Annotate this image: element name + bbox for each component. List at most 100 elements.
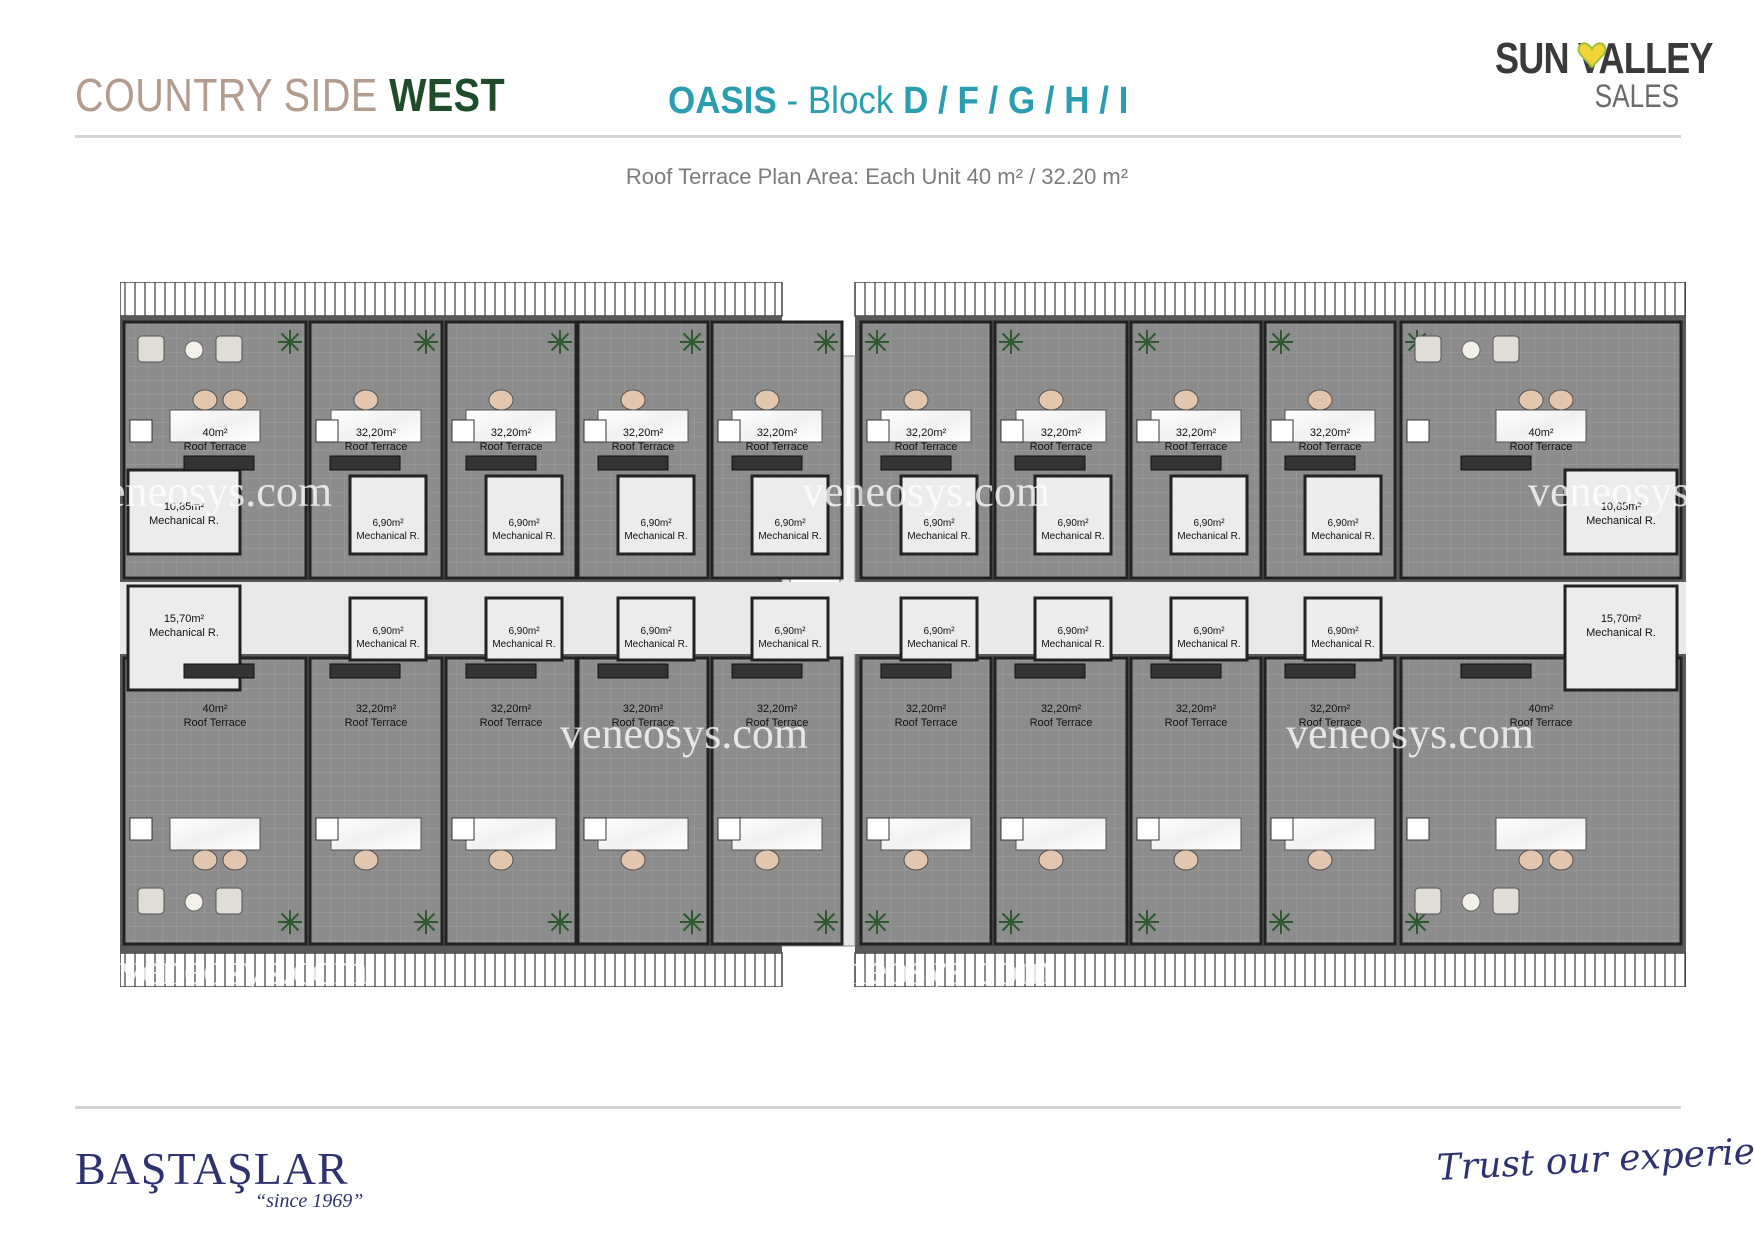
plant-leaf	[416, 921, 427, 932]
header-divider	[75, 135, 1681, 138]
terrace-name-label: Roof Terrace	[1165, 717, 1228, 729]
plant-leaf	[691, 341, 702, 352]
chair-bottom	[620, 849, 646, 871]
plant-leaf	[1001, 332, 1012, 343]
mech-area-label: 6,90m²	[1327, 626, 1359, 637]
terrace-bottom	[1399, 656, 1683, 946]
table-top	[1284, 409, 1376, 443]
kitchen-strip	[1014, 455, 1086, 471]
mech-area-label: 6,90m²	[1057, 626, 1089, 637]
sink-top	[866, 419, 890, 443]
mech-name-label: Mechanical R.	[1586, 515, 1656, 527]
plan-area-subtitle: Roof Terrace Plan Area: Each Unit 40 m² …	[625, 164, 1129, 189]
table-top	[597, 409, 689, 443]
plant-leaf	[867, 332, 878, 343]
table-bottom	[1150, 817, 1242, 851]
plant-leaf	[1416, 921, 1427, 932]
plant-leaf	[550, 912, 561, 923]
plant-leaf	[280, 341, 291, 352]
plant-leaf	[425, 921, 436, 932]
chair-top	[620, 389, 646, 411]
terrace-area-label: 40m²	[1528, 703, 1553, 715]
title-dash: -	[776, 80, 808, 122]
lounge-chair	[137, 335, 165, 363]
mech-name-label: Mechanical R.	[907, 639, 970, 650]
lounge-chair	[1492, 887, 1520, 915]
plant-leaf	[559, 921, 570, 932]
logo-bottom-text: SALES	[1594, 78, 1679, 114]
terrace-name-label: Roof Terrace	[480, 717, 543, 729]
terrace-area-label: 32,20m²	[491, 703, 532, 715]
plant-icon	[680, 330, 704, 934]
sink-top	[451, 419, 475, 443]
mech-area-label: 6,90m²	[1193, 518, 1225, 529]
plant-leaf	[1001, 921, 1012, 932]
chair-bottom	[1518, 849, 1544, 871]
terrace-area-label: 32,20m²	[1310, 427, 1351, 439]
terrace-area-label: 32,20m²	[491, 427, 532, 439]
plant-leaf	[1280, 341, 1291, 352]
railing-top	[119, 281, 783, 317]
terrace-bottom	[1129, 656, 1263, 946]
chair-top	[1518, 389, 1544, 411]
plant-leaf	[289, 341, 300, 352]
lounge-chair	[137, 887, 165, 915]
mech-area-label: 10,85m²	[1601, 501, 1642, 513]
plant-leaf	[1010, 332, 1021, 343]
terrace-name-label: Roof Terrace	[345, 441, 408, 453]
plant-leaf	[876, 912, 887, 923]
terrace-name-label: Roof Terrace	[1299, 717, 1362, 729]
plant-leaf	[1407, 921, 1418, 932]
terrace-area-label: 40m²	[1528, 427, 1553, 439]
plant-leaf	[682, 921, 693, 932]
mech-room-top	[750, 474, 830, 556]
plant-leaf	[876, 332, 887, 343]
mech-name-label: Mechanical R.	[624, 639, 687, 650]
chair-bottom	[353, 849, 379, 871]
terrace-area-label: 40m²	[202, 427, 227, 439]
plant-leaf	[867, 921, 878, 932]
terrace-name-label: Roof Terrace	[480, 441, 543, 453]
plant-leaf	[1146, 341, 1157, 352]
mech-name-label: Mechanical R.	[356, 639, 419, 650]
sink-bottom	[1136, 817, 1160, 841]
plant-leaf	[876, 341, 887, 352]
terrace-area-label: 32,20m²	[906, 427, 947, 439]
slogan-signature: Trust our experience	[1436, 1127, 1754, 1189]
plant-leaf	[682, 341, 693, 352]
plant-leaf	[691, 912, 702, 923]
plant-leaf	[1010, 341, 1021, 352]
plant-leaf	[289, 912, 300, 923]
mech-name-label: Mechanical R.	[758, 639, 821, 650]
plant-leaf	[1010, 912, 1021, 923]
chair-bottom	[1307, 849, 1333, 871]
sink-top	[1136, 419, 1160, 443]
plan-labels: 10,85m² Mechanical R. 15,70m² Mechanical R.…	[149, 427, 1656, 729]
terrace-bottom	[1263, 656, 1397, 946]
terrace-area-label: 32,20m²	[1041, 703, 1082, 715]
table-top	[169, 409, 261, 443]
lounge-chair	[1414, 887, 1442, 915]
terrace-area-label: 32,20m²	[1041, 427, 1082, 439]
plant-leaf	[1001, 912, 1012, 923]
mech-room-top	[1303, 474, 1383, 556]
mech-area-label: 6,90m²	[923, 626, 955, 637]
mech-room-large-bottom	[1563, 584, 1679, 692]
brand-country-side-west: COUNTRY SIDE WEST	[75, 68, 505, 122]
terrace-area-label: 32,20m²	[1176, 703, 1217, 715]
chair-top	[1307, 389, 1333, 411]
chair-top	[192, 389, 218, 411]
plant-leaf	[867, 341, 878, 352]
kitchen-strip	[1284, 455, 1356, 471]
kitchen-strip	[1150, 455, 1222, 471]
kitchen-strip	[183, 663, 255, 679]
plant-icon	[1135, 330, 1159, 934]
chair-top	[1548, 389, 1574, 411]
plant-leaf	[825, 921, 836, 932]
mech-area-label: 15,70m²	[1601, 613, 1642, 625]
page-title: OASIS - Block D / F / G / H / I	[668, 80, 1128, 123]
plant-leaf	[867, 912, 878, 923]
plant-leaf	[416, 332, 427, 343]
title-oasis: OASIS	[668, 80, 777, 122]
terrace-name-label: Roof Terrace	[345, 717, 408, 729]
